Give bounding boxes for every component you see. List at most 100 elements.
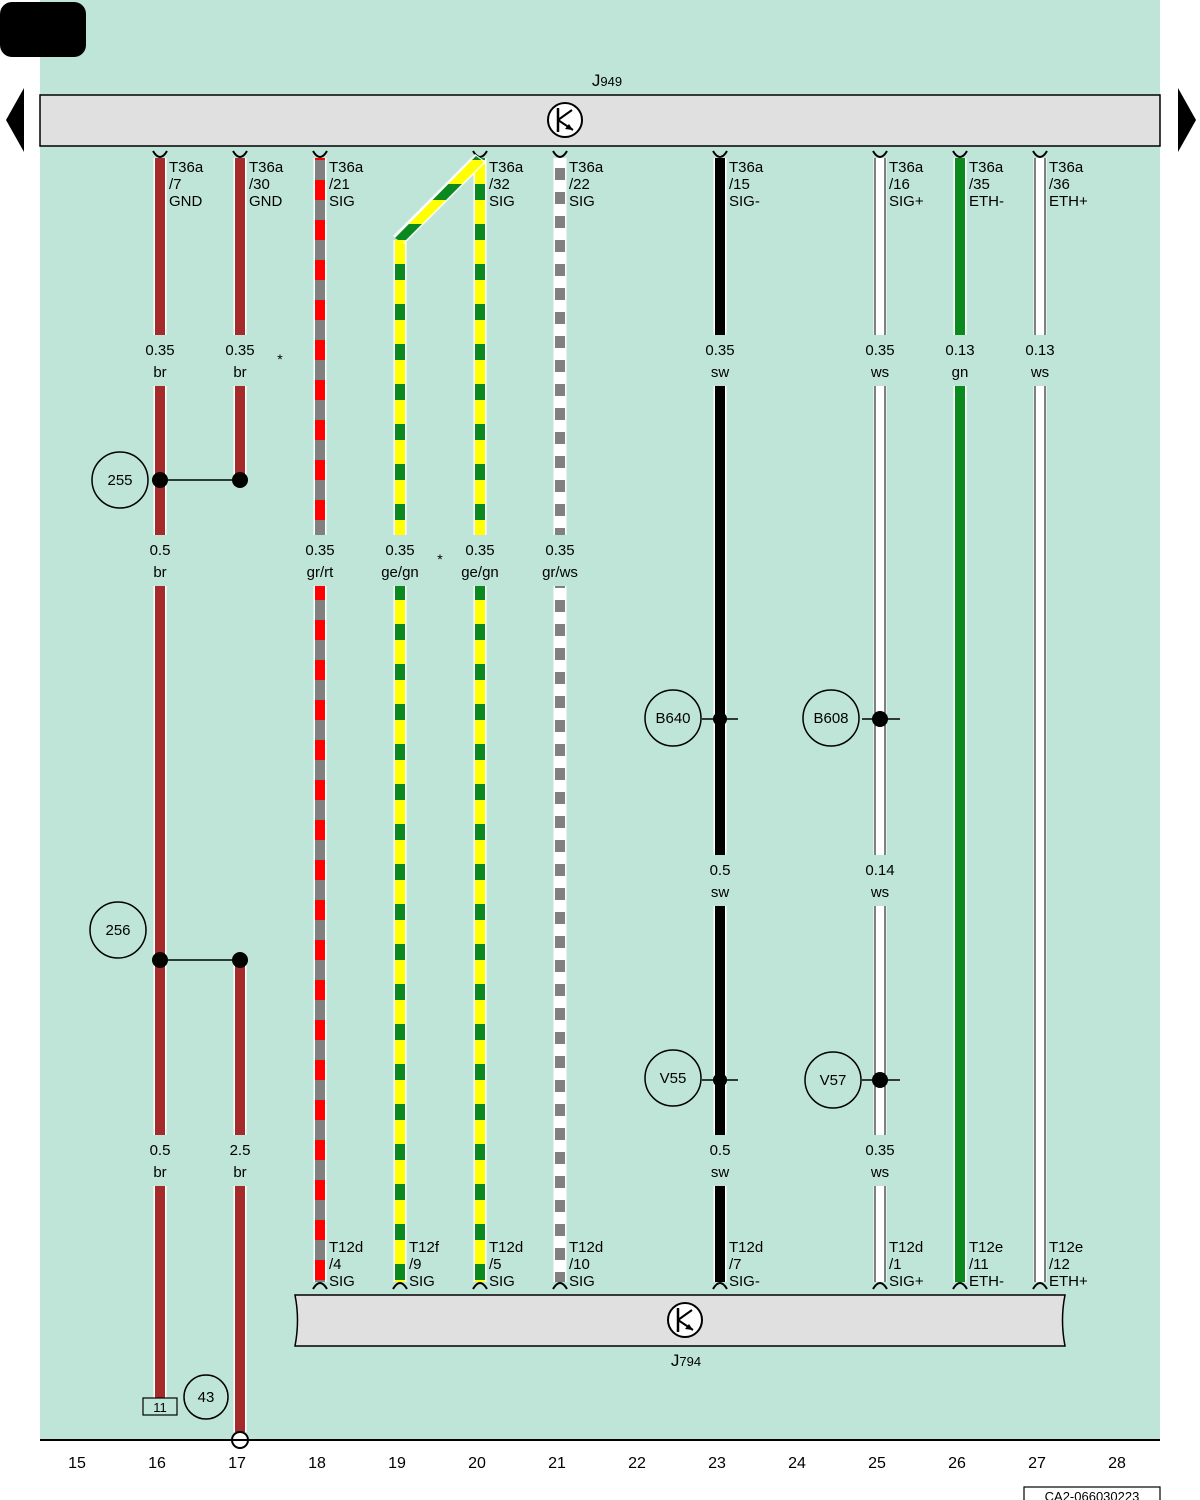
wire-col-21-size-0: 0.35 xyxy=(545,542,574,559)
reference-256[interactable]: 256 xyxy=(89,901,147,959)
wire-col-25-segment-0 xyxy=(875,158,885,335)
column-number-28: 28 xyxy=(1108,1455,1126,1472)
wire-col-27-bottom-pin-line-0: T12e xyxy=(1049,1239,1083,1256)
column-number-26: 26 xyxy=(948,1455,966,1472)
wire-col-17-size-1: 2.5 xyxy=(230,1142,251,1159)
column-number-15: 15 xyxy=(68,1455,86,1472)
page-number-tab xyxy=(0,2,86,57)
wire-col-27-top-pin-line-2: ETH+ xyxy=(1049,193,1088,210)
wire-col-19-bottom-pin-line-0: T12f xyxy=(409,1239,440,1256)
component-v57[interactable]: V57 xyxy=(804,1051,900,1109)
wire-col-27-top-pin-line-0: T36a xyxy=(1049,159,1084,176)
wire-col-16-size-2: 0.5 xyxy=(150,1142,171,1159)
wire-col-23-top-pin-line-1: /15 xyxy=(729,176,750,193)
previous-page-arrow-icon[interactable] xyxy=(6,88,24,152)
wire-col-25-top-pin-line-2: SIG+ xyxy=(889,193,924,210)
wire-col-21-top-pin-line-2: SIG xyxy=(569,193,595,210)
wire-col-23-color-2: sw xyxy=(711,1164,730,1181)
wire-col-18-size-0: 0.35 xyxy=(305,542,334,559)
wire-col-18-bottom-connector xyxy=(312,1282,328,1290)
wire-col-23-segment-2 xyxy=(715,906,725,1135)
wire-col-21-top-pin-line-1: /22 xyxy=(569,176,590,193)
wire-col-16-color-2: br xyxy=(153,1164,166,1181)
drawing-code: CA2-066030223 xyxy=(1045,1489,1140,1500)
wire-col-17-top-pin-line-2: GND xyxy=(249,193,283,210)
wire-col-25-bottom-connector xyxy=(872,1282,888,1290)
wire-col-20-top-pin-line-1: /32 xyxy=(489,176,510,193)
wire-col-25-size-2: 0.35 xyxy=(865,1142,894,1159)
wire-col-23-size-1: 0.5 xyxy=(710,862,731,879)
wire-col-17-top-pin-line-0: T36a xyxy=(249,159,284,176)
wire-col-19-color-0: ge/gn xyxy=(381,564,419,581)
wire-col-17-color-1: br xyxy=(233,1164,246,1181)
wire-col-19-bottom-connector xyxy=(392,1282,408,1290)
wire-col-25-bottom-pin-line-2: SIG+ xyxy=(889,1273,924,1290)
wire-col-26-bottom-pin-line-2: ETH- xyxy=(969,1273,1004,1290)
wire-col-25-color-2: ws xyxy=(870,1164,889,1181)
reference-43[interactable]: 43 xyxy=(183,1374,229,1420)
wire-col-16-size-0: 0.35 xyxy=(145,342,174,359)
wire-col-20-bottom-connector xyxy=(472,1282,488,1290)
component-v55[interactable]: V55 xyxy=(644,1049,738,1107)
wire-col-25-color-1: ws xyxy=(870,884,889,901)
wire-col-18-bottom-pin-line-0: T12d xyxy=(329,1239,363,1256)
wire-col-23-color-0: sw xyxy=(711,364,730,381)
component-b640[interactable]: B640 xyxy=(644,689,738,747)
wire-col-26-top-pin-line-2: ETH- xyxy=(969,193,1004,210)
splice-dot-255-b xyxy=(232,472,248,488)
wire-col-20-top-pin-line-0: T36a xyxy=(489,159,524,176)
wire-col-23-color-1: sw xyxy=(711,884,730,901)
reference-255[interactable]: 255 xyxy=(91,451,149,509)
wire-col-23-segment-0 xyxy=(715,158,725,335)
wire-col-18-top-pin-line-1: /21 xyxy=(329,176,350,193)
wire-col-18-bottom-pin-line-1: /4 xyxy=(329,1256,342,1273)
svg-text:V55: V55 xyxy=(660,1070,687,1087)
wire-col-17-segment-0 xyxy=(235,158,245,335)
wire-col-17-top-connector xyxy=(232,150,248,158)
wire-col-19-segment-0 xyxy=(395,240,405,535)
module-j794-label: J794 xyxy=(671,1351,701,1370)
wire-col-27-bottom-connector xyxy=(1032,1282,1048,1290)
wire-col-21-segment-0 xyxy=(555,158,565,535)
wire-col-25-size-1: 0.14 xyxy=(865,862,894,879)
svg-text:256: 256 xyxy=(105,922,130,939)
wire-col-21-color-0: gr/ws xyxy=(542,564,578,581)
wire-col-21-top-connector xyxy=(552,150,568,158)
wire-col-27-segment-1 xyxy=(1035,386,1045,1282)
wire-col-16-segment-2 xyxy=(155,586,165,1135)
next-page-arrow-icon[interactable] xyxy=(1178,88,1196,152)
wire-col-25-size-0: 0.35 xyxy=(865,342,894,359)
wire-col-20-bottom-pin-line-0: T12d xyxy=(489,1239,523,1256)
wire-col-19-diagonal xyxy=(395,156,484,243)
wire-col-20-segment-1 xyxy=(475,586,485,1282)
wire-col-26-bottom-pin-line-0: T12e xyxy=(969,1239,1003,1256)
wire-col-27-color-0: ws xyxy=(1030,364,1049,381)
wire-col-27-top-pin-line-1: /36 xyxy=(1049,176,1070,193)
wire-col-16-top-pin-line-2: GND xyxy=(169,193,203,210)
svg-text:V57: V57 xyxy=(820,1072,847,1089)
wire-col-27-segment-0 xyxy=(1035,158,1045,335)
wire-col-18-top-connector xyxy=(312,150,328,158)
component-b608[interactable]: B608 xyxy=(802,689,900,747)
wire-col-23-segment-3 xyxy=(715,1186,725,1282)
column-number-17: 17 xyxy=(228,1455,246,1472)
wire-col-25-bottom-pin-line-1: /1 xyxy=(889,1256,902,1273)
wire-col-23-size-0: 0.35 xyxy=(705,342,734,359)
wire-col-23-top-connector xyxy=(712,150,728,158)
wire-col-26-top-pin-line-0: T36a xyxy=(969,159,1004,176)
wire-col-26-segment-0 xyxy=(955,158,965,335)
svg-text:255: 255 xyxy=(107,472,132,489)
wire-col-17-segment-3 xyxy=(235,1186,245,1432)
wire-col-26-bottom-pin-line-1: /11 xyxy=(969,1256,989,1273)
wire-col-20-segment-0 xyxy=(475,158,485,535)
